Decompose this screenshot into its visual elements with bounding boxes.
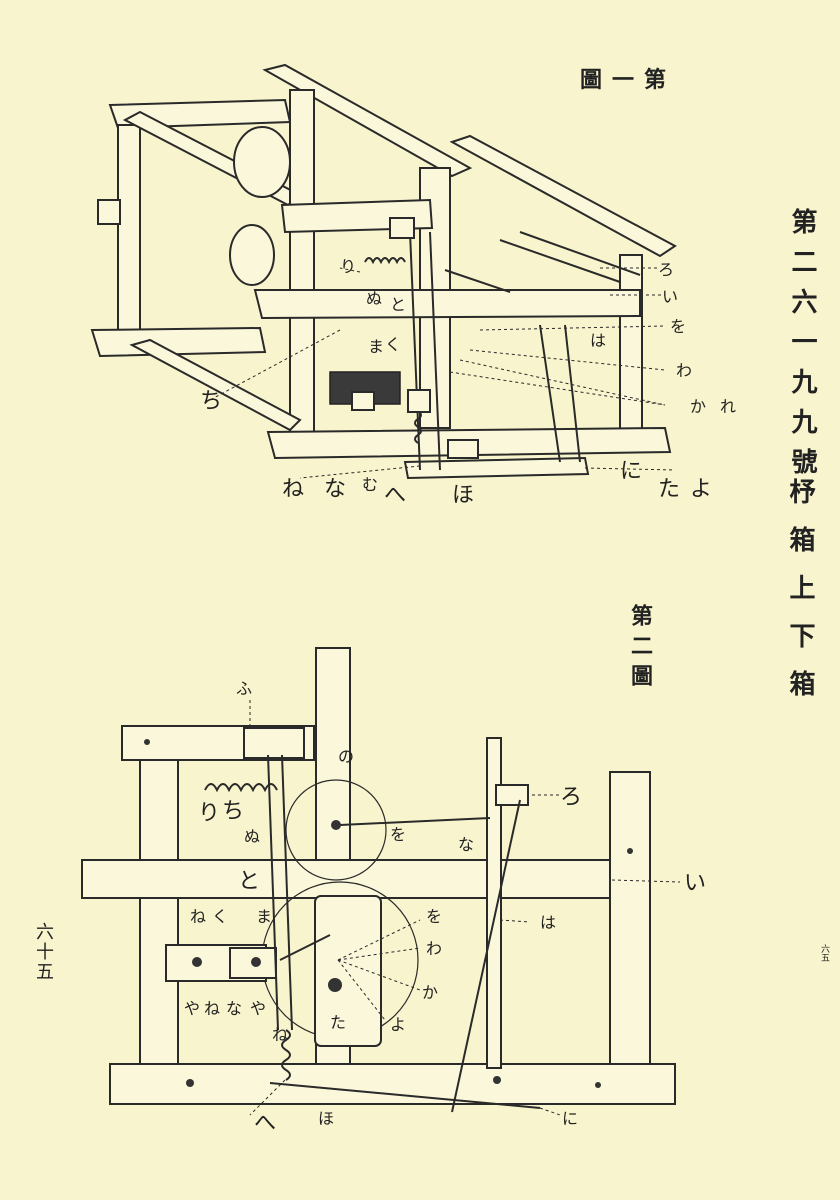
fig1-label: は	[590, 331, 606, 350]
fig1-label: い	[662, 287, 678, 306]
figure2-frame	[81, 647, 681, 1116]
fig2-label: よ	[390, 1015, 406, 1034]
fig2-label: を	[426, 907, 442, 926]
fig1-label: か	[690, 397, 706, 416]
fig1-label: を	[670, 317, 686, 336]
fig2-label: ね	[272, 1025, 288, 1044]
fig1-label: わ	[676, 361, 692, 380]
figure2-labels: ふ り ち ぬ の ろ を な い と は を わ か よ た ね く ま や …	[184, 679, 706, 1136]
fig1-label: ね	[282, 477, 304, 502]
fig2-label: く	[212, 907, 228, 926]
fig1-label: へ	[384, 483, 406, 508]
fig2-label: は	[540, 913, 556, 932]
fig2-label: ね	[190, 907, 206, 926]
fig2-label: へ	[254, 1111, 276, 1136]
fig2-label: や	[184, 999, 200, 1018]
fig1-label: な	[324, 477, 346, 502]
page-number: 六十五	[33, 922, 54, 982]
figure1-labels: ろ い を は わ か れ ち り ぬ と ま く ね な む へ ほ に た …	[200, 257, 736, 508]
fig2-label: わ	[426, 939, 442, 958]
fig1-label: よ	[690, 477, 712, 502]
fig2-label: に	[562, 1109, 578, 1128]
fig2-label: と	[238, 869, 260, 894]
fig2-label: を	[390, 825, 406, 844]
fig1-label: に	[620, 459, 642, 484]
fig2-label: ろ	[560, 785, 582, 810]
fig2-label: ふ	[236, 679, 252, 698]
fig2-label: ほ	[318, 1109, 334, 1128]
right-margin-mark: 六五	[819, 944, 829, 962]
fig2-label: の	[338, 747, 354, 766]
fig1-label: く	[385, 335, 401, 354]
fig1-label: と	[390, 295, 406, 314]
fig2-label: り	[198, 801, 220, 826]
figure2-caption: 第二圖	[627, 604, 653, 694]
fig2-label: か	[422, 983, 438, 1002]
patent-number: 第二六一九九號	[787, 208, 817, 488]
fig2-label: や	[250, 999, 266, 1018]
fig2-label: な	[226, 999, 242, 1018]
fig1-label: ろ	[658, 260, 674, 279]
fig1-label: む	[362, 475, 378, 494]
fig2-label: ぬ	[244, 827, 260, 846]
fig1-label: ま	[368, 337, 384, 356]
fig2-label: ち	[222, 799, 244, 824]
fig2-label: な	[458, 835, 474, 854]
fig1-label: ほ	[452, 483, 474, 508]
fig1-label: れ	[720, 397, 736, 416]
fig2-label: い	[684, 871, 706, 896]
fig1-label: り	[340, 257, 356, 276]
patent-title: 杼箱上下箱	[785, 478, 815, 718]
fig2-label: ね	[204, 999, 220, 1018]
figure1-frame	[90, 63, 677, 480]
fig2-label: ま	[256, 907, 272, 926]
figure1-caption: 圖一第	[580, 67, 677, 93]
fig1-label: た	[658, 477, 680, 502]
fig1-label: ぬ	[366, 289, 382, 308]
fig1-label: ち	[200, 389, 222, 414]
fig2-label: た	[330, 1013, 346, 1032]
